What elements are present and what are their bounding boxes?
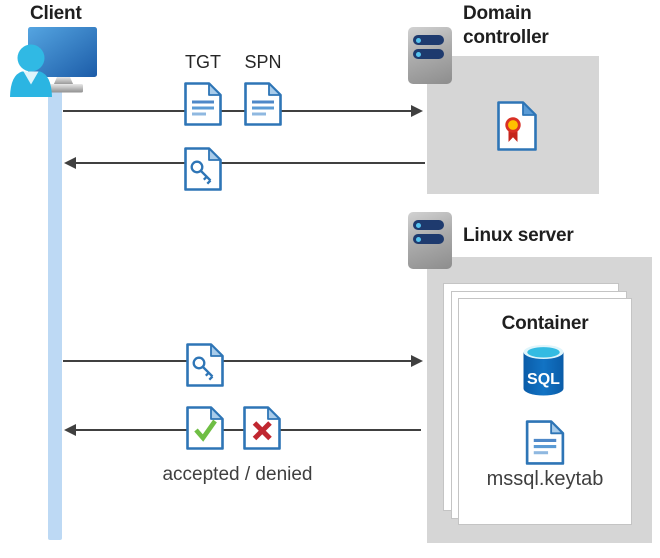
domain-controller-title: Domain controller [463, 3, 549, 48]
server-led [415, 222, 421, 228]
accepted-document-icon [186, 406, 224, 450]
client-lifeline [48, 84, 62, 540]
arrowhead-right-icon [411, 355, 423, 367]
arrowhead-right-icon [411, 105, 423, 117]
spn-document-icon [244, 82, 282, 126]
spn-label: SPN [244, 52, 282, 72]
arrowhead-left-icon [64, 157, 76, 169]
denied-document-icon [243, 406, 281, 450]
server-bay [413, 49, 444, 59]
server-bay [413, 35, 444, 45]
certificate-document-icon [497, 101, 537, 151]
container-title: Container [501, 313, 589, 334]
server-rack-icon [408, 27, 452, 84]
keytab-filename-label: mssql.keytab [486, 468, 604, 490]
key-document-icon [184, 147, 222, 191]
sql-label: SQL [527, 371, 560, 388]
key-document-icon [186, 343, 224, 387]
flow-arrow-client-to-linux [63, 360, 412, 362]
flow-arrow-dc-to-client [75, 162, 425, 164]
server-rack-icon [408, 212, 452, 269]
linux-server-title: Linux server [463, 225, 574, 246]
container-sheet-front [458, 298, 632, 525]
sql-database-icon: SQL [523, 345, 564, 396]
flow-arrow-client-to-dc [63, 110, 412, 112]
tgt-document-icon [184, 82, 222, 126]
server-bay [413, 234, 444, 244]
client-title: Client [30, 3, 82, 24]
server-led [415, 37, 421, 43]
keytab-document-icon [525, 420, 565, 465]
result-label: accepted / denied [162, 464, 313, 485]
monitor-user-icon [10, 27, 97, 97]
server-bay [413, 220, 444, 230]
server-led [415, 236, 421, 242]
arrowhead-left-icon [64, 424, 76, 436]
tgt-label: TGT [185, 52, 221, 72]
server-led [415, 51, 421, 57]
